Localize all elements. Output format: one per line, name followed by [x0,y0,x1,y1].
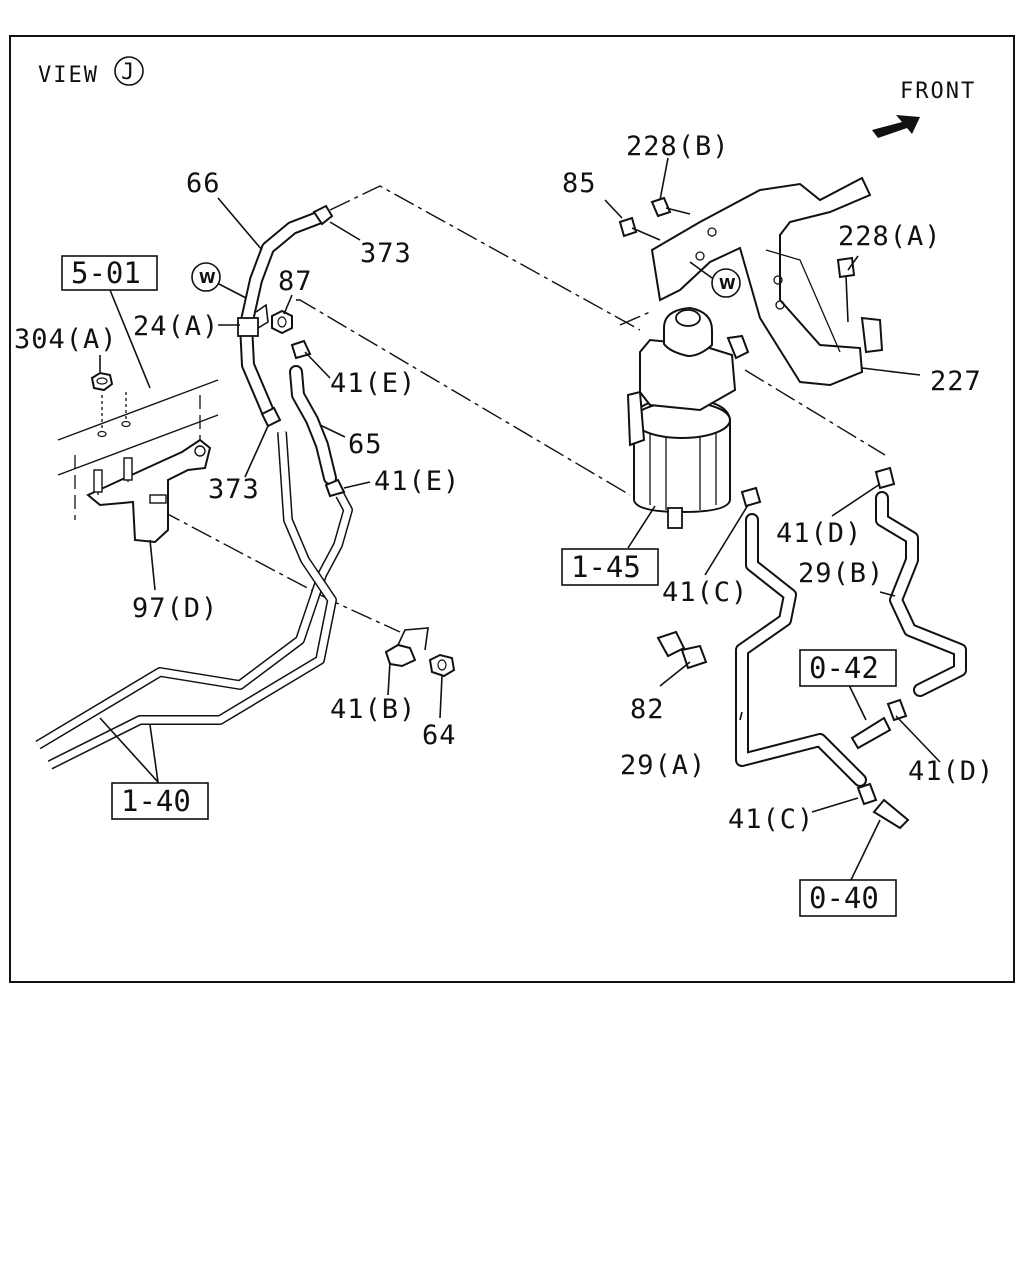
label-65: 65 [348,429,383,460]
hose-29b [875,491,967,697]
svg-text:5-01: 5-01 [71,256,141,290]
label-227: 227 [930,366,982,397]
label-41d-lower: 41(D) [908,756,994,787]
label-373-top: 373 [360,238,412,269]
pipe-0-42 [850,716,892,750]
clamp-41e-top [290,339,312,360]
svg-text:1-40: 1-40 [121,784,191,818]
hose-29a [735,513,867,787]
label-66: 66 [186,168,221,199]
fuel-filter-1-45 [626,306,750,529]
label-41c-upper: 41(C) [662,577,748,608]
svg-text:0-42: 0-42 [809,651,879,685]
ref-1-40[interactable]: 1-40 [111,782,209,820]
ref-5-01[interactable]: 5-01 [61,255,158,291]
clamp-41c-lower [856,782,878,806]
label-373-left: 373 [208,474,260,505]
label-41d-upper: 41(D) [776,518,862,549]
label-82: 82 [630,694,665,725]
svg-text:W: W [719,275,736,293]
diagram-frame [9,35,1015,983]
label-64: 64 [422,720,457,751]
svg-text:J: J [121,60,136,85]
view-mark: J [114,56,144,86]
clip-41b [384,627,429,668]
label-41b: 41(B) [330,694,416,725]
view-label: VIEW [38,63,99,88]
bracket-97d [86,438,212,544]
ref-1-45[interactable]: 1-45 [561,548,659,586]
label-228a: 228(A) [838,221,942,252]
label-304a: 304(A) [14,324,118,355]
nut-64 [428,653,456,678]
label-41e-top: 41(E) [330,368,416,399]
front-arrow-icon [872,115,920,138]
clamp-82 [656,630,708,670]
svg-text:W: W [199,269,216,287]
fuel-pipes-1-40 [35,431,353,770]
nut-87 [271,309,293,335]
hose-65 [289,365,337,485]
label-87: 87 [278,266,313,297]
pipe-0-40 [872,798,910,830]
label-41e-mid: 41(E) [374,466,460,497]
label-29a: 29(A) [620,750,706,781]
svg-text:0-40: 0-40 [809,881,879,915]
label-97d: 97(D) [132,593,218,624]
weld-mark-left: W [191,262,221,292]
clamp-41e-mid [324,478,346,498]
clip-24a [237,303,269,337]
clamp-373-top [312,204,334,226]
label-85: 85 [562,168,597,199]
clamp-373-left [260,406,282,428]
hose-66 [239,211,325,419]
bolt-85 [618,216,661,241]
bolt-228a [836,256,856,323]
label-29b: 29(B) [798,558,884,589]
label-24a: 24(A) [133,311,219,342]
front-label: FRONT [900,79,976,104]
clamp-41d-upper [874,466,896,490]
bolt-228b [650,196,691,218]
label-41c-lower: 41(C) [728,804,814,835]
ref-0-40[interactable]: 0-40 [799,879,897,917]
bracket-227 [650,176,884,387]
svg-text:1-45: 1-45 [571,550,641,584]
label-228b: 228(B) [626,131,730,162]
clamp-41c-upper [740,486,762,508]
nut-304a [90,371,114,392]
ref-0-42[interactable]: 0-42 [799,649,897,687]
weld-mark-right: W [711,268,741,298]
callout-leaders [99,157,941,813]
clamp-41d-lower [886,698,908,722]
